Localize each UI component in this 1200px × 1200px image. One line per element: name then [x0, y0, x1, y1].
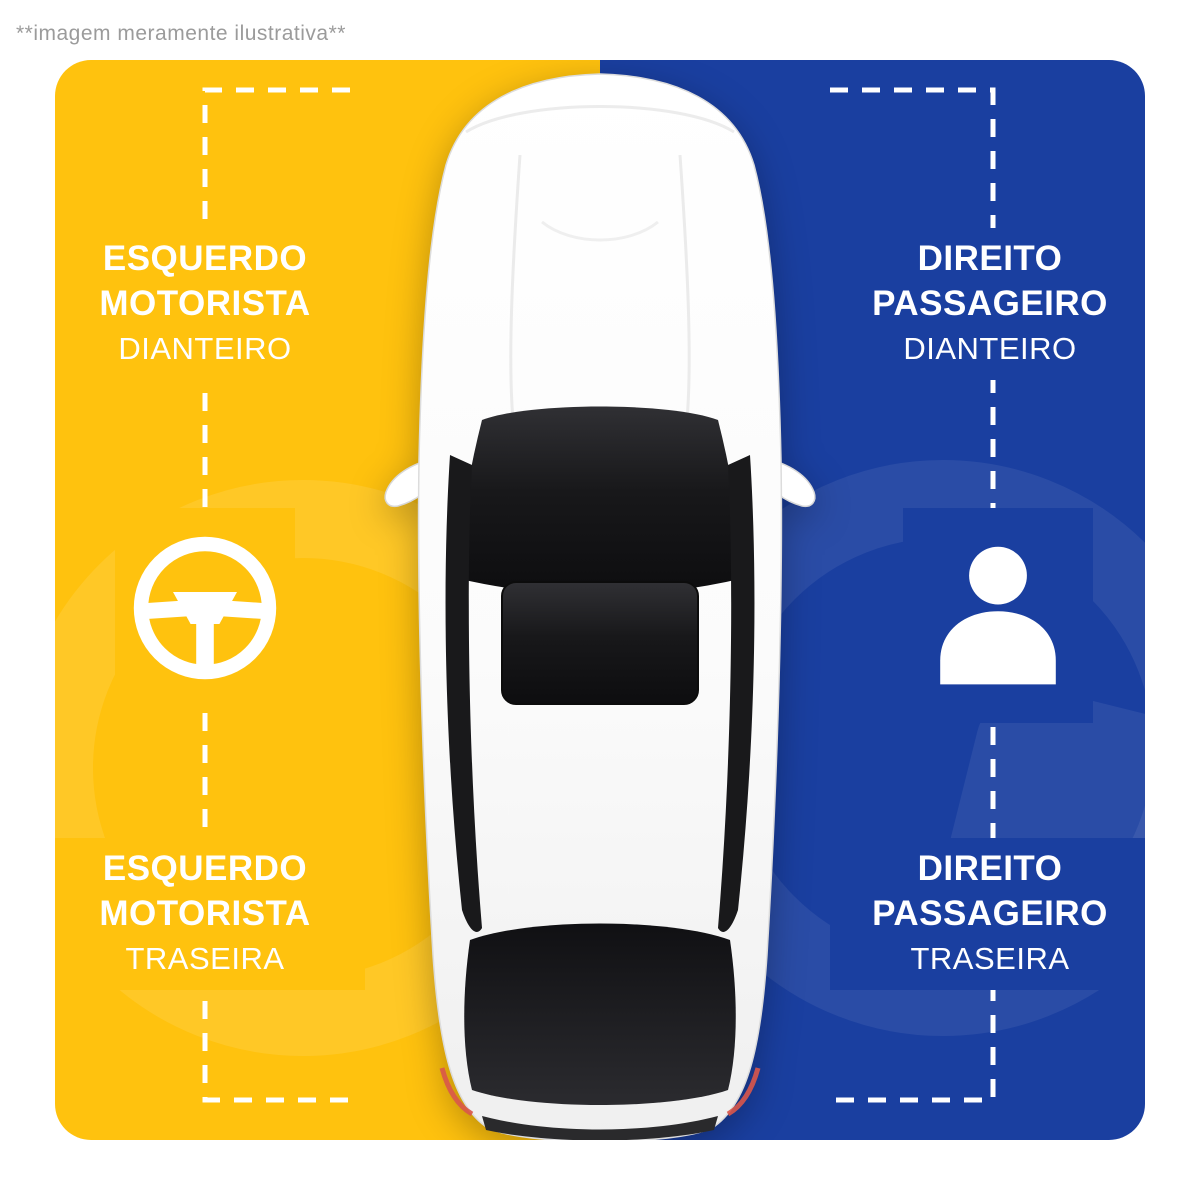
label-passenger-front: DIREITO PASSAGEIRO DIANTEIRO [830, 228, 1145, 380]
side-indicator-panel: ESQUERDO MOTORISTA DIANTEIRO ESQUERDO MO… [55, 60, 1145, 1140]
label-line: MOTORISTA [99, 894, 311, 933]
label-driver-front: ESQUERDO MOTORISTA DIANTEIRO [55, 228, 365, 380]
person-icon [903, 508, 1093, 723]
label-line: DIANTEIRO [903, 331, 1077, 366]
label-line: TRASEIRA [125, 941, 285, 976]
label-line: PASSAGEIRO [872, 284, 1108, 323]
label-line: DIREITO [917, 239, 1063, 278]
label-line: ESQUERDO [102, 239, 308, 278]
car-top-view [384, 73, 816, 1140]
label-passenger-rear: DIREITO PASSAGEIRO TRASEIRA [830, 838, 1145, 990]
label-line: DIREITO [917, 849, 1063, 888]
label-driver-rear: ESQUERDO MOTORISTA TRASEIRA [55, 838, 365, 990]
label-line: TRASEIRA [910, 941, 1070, 976]
label-line: PASSAGEIRO [872, 894, 1108, 933]
label-line: DIANTEIRO [118, 331, 292, 366]
label-line: MOTORISTA [99, 284, 311, 323]
steering-wheel-icon [115, 508, 295, 713]
disclaimer-text: **imagem meramente ilustrativa** [16, 22, 346, 45]
label-line: ESQUERDO [102, 849, 308, 888]
